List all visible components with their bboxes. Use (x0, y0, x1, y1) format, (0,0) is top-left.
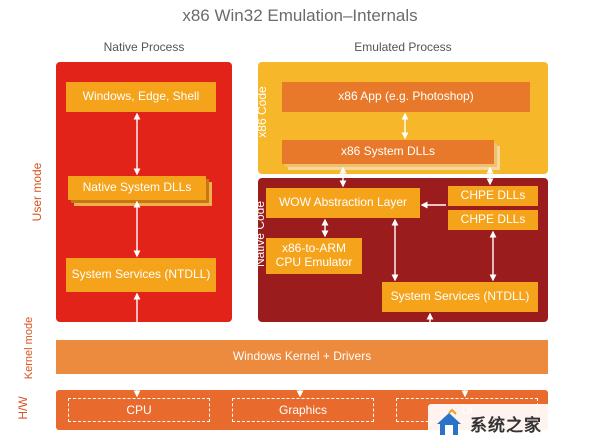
chpe-dlls-box-2: CHPE DLLs (448, 210, 538, 230)
native-system-services-box: System Services (NTDLL) (66, 258, 216, 292)
wow-abstraction-layer-box: WOW Abstraction Layer (266, 188, 420, 218)
windows-kernel-bar: Windows Kernel + Drivers (56, 340, 548, 374)
emulated-system-services-box: System Services (NTDLL) (382, 282, 538, 312)
x86-system-dlls-box: x86 System DLLs (282, 140, 494, 164)
emulated-process-heading: Emulated Process (354, 40, 452, 54)
house-logo-icon (434, 408, 464, 438)
native-system-dlls-box: Native System DLLs (68, 176, 206, 200)
native-process-heading: Native Process (103, 40, 185, 54)
x86-app-box: x86 App (e.g. Photoshop) (282, 82, 530, 112)
hw-cpu-box: CPU (68, 398, 210, 422)
windows-edge-shell-box: Windows, Edge, Shell (66, 82, 216, 112)
cpu-emulator-box: x86-to-ARM CPU Emulator (266, 238, 362, 274)
chpe-dlls-box-1: CHPE DLLs (448, 186, 538, 206)
site-logo: 系统之家 (428, 404, 596, 442)
page-title: x86 Win32 Emulation–Internals (182, 6, 418, 25)
hw-graphics-box: Graphics (232, 398, 374, 422)
logo-text: 系统之家 (470, 415, 542, 435)
